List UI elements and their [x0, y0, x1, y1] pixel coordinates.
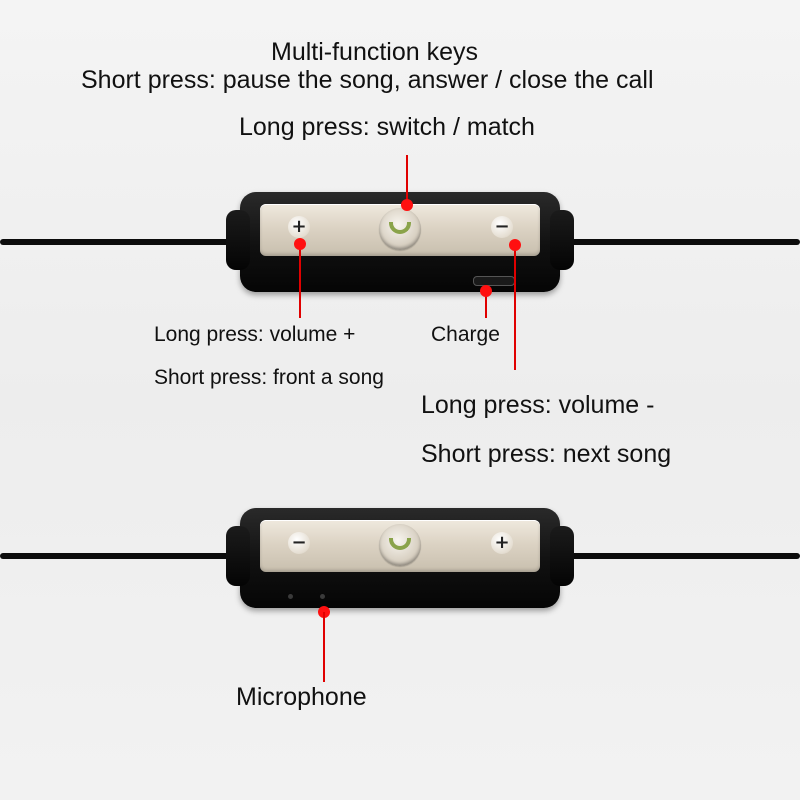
plus-long-press-label: Long press: volume + — [154, 323, 356, 346]
multi-function-pointer — [406, 155, 408, 203]
minus-long-press-label: Long press: volume - — [421, 391, 655, 419]
phone-icon — [389, 222, 411, 234]
microphone-pointer — [323, 612, 325, 682]
minus-short-press-label: Short press: next song — [421, 440, 672, 468]
remote-endcap-right — [550, 526, 574, 586]
bottom-button-plate: − + — [260, 520, 540, 572]
minus-pointer — [514, 244, 516, 370]
bottom-remote-control: − + — [226, 508, 574, 608]
charge-label: Charge — [431, 323, 500, 346]
volume-minus-button[interactable]: − — [288, 532, 310, 554]
multi-function-button[interactable] — [379, 524, 421, 566]
microphone-label: Microphone — [236, 683, 367, 711]
charge-dot — [480, 285, 492, 297]
mic-hole — [320, 594, 325, 599]
top-remote-control: + − — [226, 192, 574, 292]
volume-plus-button[interactable]: + — [288, 216, 310, 238]
minus-dot — [509, 239, 521, 251]
plus-dot — [294, 238, 306, 250]
multi-function-button[interactable] — [379, 208, 421, 250]
remote-endcap-right — [550, 210, 574, 270]
volume-minus-button[interactable]: − — [491, 216, 513, 238]
charging-port — [473, 276, 515, 286]
multi-function-title: Multi-function keys — [271, 38, 479, 66]
phone-icon — [389, 538, 411, 550]
multi-function-short-press: Short press: pause the song, answer / cl… — [81, 66, 654, 94]
mic-hole — [288, 594, 293, 599]
top-button-plate: + − — [260, 204, 540, 256]
remote-endcap-left — [226, 210, 250, 270]
volume-plus-button[interactable]: + — [491, 532, 513, 554]
plus-pointer — [299, 243, 301, 318]
charge-pointer — [485, 290, 487, 318]
plus-short-press-label: Short press: front a song — [154, 366, 384, 389]
remote-endcap-left — [226, 526, 250, 586]
multi-function-long-press: Long press: switch / match — [239, 113, 535, 141]
multi-function-dot — [401, 199, 413, 211]
